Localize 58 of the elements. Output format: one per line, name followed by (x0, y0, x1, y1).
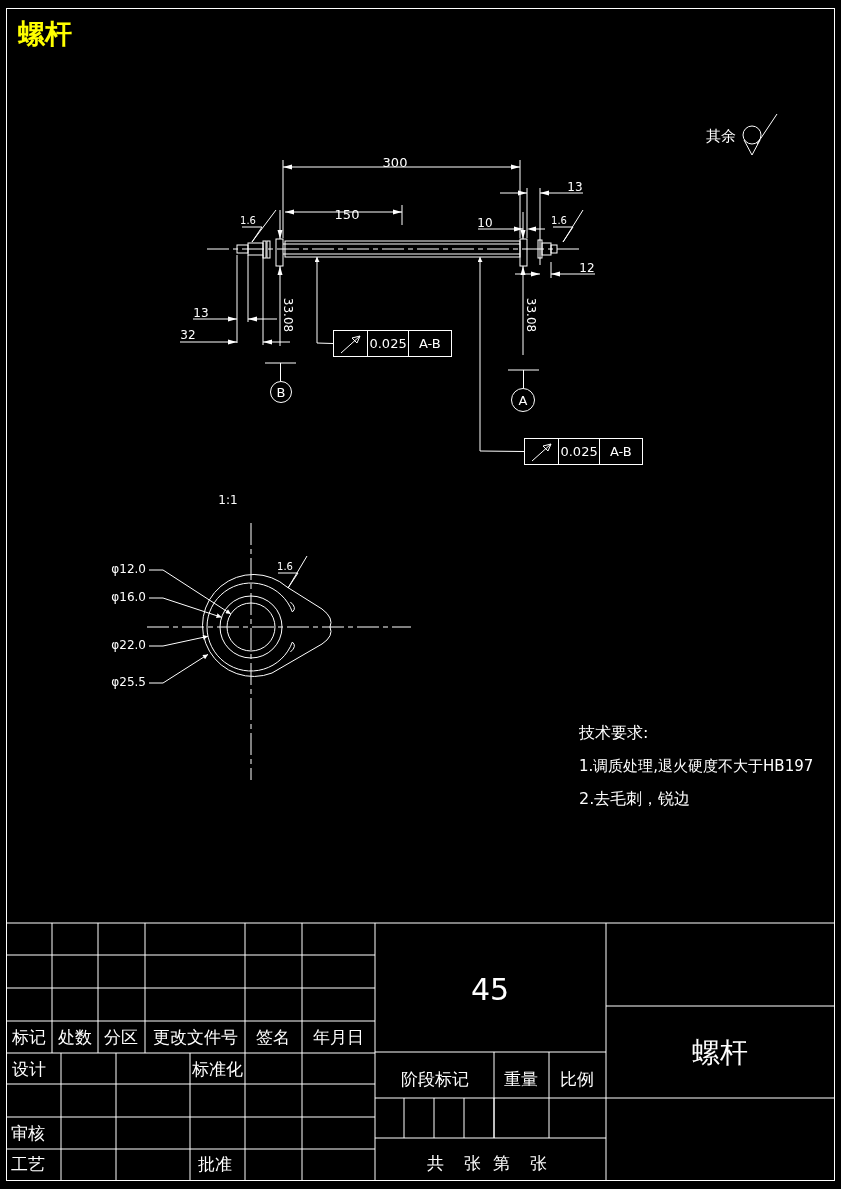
title-block-label: 批准 (198, 1155, 232, 1173)
dimension-text: 33.08 (525, 297, 537, 333)
title-block-label: 分区 (104, 1028, 138, 1046)
title-block-label: 标准化 (191, 1060, 243, 1078)
title-block-label: 年月日 (312, 1028, 364, 1046)
dimension-text: 300 (382, 155, 408, 169)
cam-profile (202, 574, 332, 677)
title-block-label: 工艺 (11, 1155, 45, 1173)
title-block-label: 标记 (12, 1028, 46, 1046)
leader-line (148, 653, 209, 684)
tolerance-frame (524, 438, 643, 465)
material-text: 45 (470, 975, 510, 1005)
dimension-text: 13 (193, 307, 209, 319)
title-block-label: 更改文件号 (152, 1028, 238, 1046)
title-block-label: 阶段标记 (401, 1070, 469, 1088)
datum-label: A (511, 388, 535, 412)
datum-reference: A-B (598, 439, 642, 464)
tolerance-value: 0.025 (558, 439, 599, 464)
dimension-text: 150 (334, 207, 360, 221)
leader-line (314, 256, 334, 344)
drawing-title: 螺杆 (18, 20, 72, 47)
diameter-text: φ22.0 (94, 639, 146, 651)
note-text: 2.去毛刺，锐边 (579, 791, 691, 807)
note-heading: 技术要求: (579, 725, 649, 741)
dimension-text: 12 (579, 262, 595, 274)
dimension-text: 13 (567, 181, 583, 193)
title-block-label: 重量 (504, 1070, 538, 1088)
leader-line (148, 634, 209, 647)
title-block-label: 设计 (12, 1060, 46, 1078)
title-block-label: 第 (492, 1154, 510, 1172)
roughness-value: 1.6 (240, 216, 256, 226)
title-block-label: 签名 (256, 1028, 290, 1046)
note-text: 其余 (706, 128, 736, 144)
title-block-label: 审核 (11, 1124, 45, 1142)
diameter-text: φ16.0 (96, 591, 146, 603)
title-block-label: 处数 (58, 1028, 92, 1046)
leader-line (148, 569, 232, 615)
leader-line (477, 256, 525, 452)
roughness-value: 1.6 (551, 216, 567, 226)
title-block-label: 张 (529, 1154, 547, 1172)
leader-line (148, 597, 223, 619)
scale-text: 1:1 (218, 494, 238, 506)
title-block-label: 共 (426, 1154, 444, 1172)
datum-label: B (270, 381, 292, 403)
tolerance-value: 0.025 (367, 331, 408, 356)
dimension-text: 33.08 (282, 297, 294, 333)
shaft-body (284, 240, 521, 258)
diameter-text: φ25.5 (94, 676, 146, 688)
part-name: 螺杆 (692, 1039, 748, 1067)
dimension-text: 10 (477, 217, 493, 229)
roughness-value: 1.6 (277, 562, 293, 572)
dimension-text: 32 (180, 329, 196, 341)
note-text: 1.调质处理,退火硬度不大于HB197 (579, 758, 814, 774)
diameter-text: φ12.0 (96, 563, 146, 575)
title-block-label: 张 (463, 1154, 481, 1172)
title-block-label: 比例 (560, 1070, 594, 1088)
datum-reference: A-B (407, 331, 451, 356)
tolerance-frame (333, 330, 452, 357)
